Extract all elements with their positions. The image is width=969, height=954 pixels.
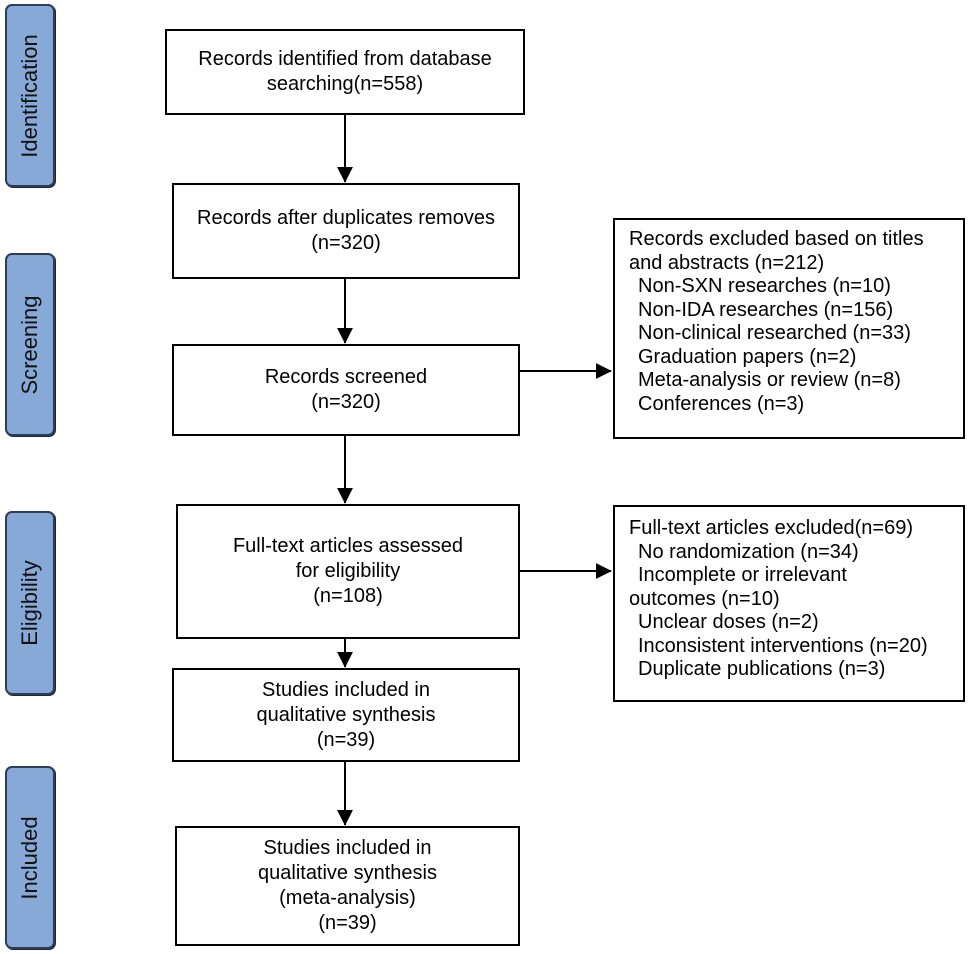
excluded-item: Non-clinical researched (n=33)	[638, 322, 911, 344]
box-line: (meta-analysis)	[279, 887, 416, 909]
excluded-item: Unclear doses (n=2)	[638, 611, 819, 633]
excluded-full-text-box: Full-text articles excluded(n=69) No ran…	[613, 505, 965, 702]
box-line: (n=320)	[311, 232, 381, 254]
excluded-header-line: Records excluded based on titles	[629, 228, 924, 250]
box-line: (n=320)	[311, 391, 381, 413]
excluded-item: No randomization (n=34)	[638, 540, 859, 563]
excluded-item-continuation: outcomes (n=10)	[629, 587, 780, 610]
box-line: Studies included in	[262, 678, 430, 701]
excluded-item: Meta-analysis or review (n=8)	[638, 369, 901, 391]
records-after-duplicates-box: Records after duplicates removes (n=320)	[172, 183, 520, 279]
box-line: Studies included in	[263, 837, 432, 859]
phase-screening-tab: Screening	[5, 253, 55, 436]
box-line: Records identified from database	[198, 48, 492, 70]
records-screened-box: Records screened (n=320)	[172, 344, 520, 436]
box-line: qualitative synthesis	[258, 862, 437, 884]
excluded-item: Incomplete or irrelevant	[638, 564, 847, 586]
phase-identification-tab: Identification	[5, 4, 55, 187]
excluded-titles-abstracts-box: Records excluded based on titles and abs…	[613, 218, 965, 439]
qualitative-synthesis-box: Studies included in qualitative synthesi…	[172, 668, 520, 762]
box-line: searching(n=558)	[266, 73, 424, 95]
records-identified-box: Records identified from database searchi…	[165, 29, 525, 115]
excluded-header-line: Full-text articles excluded(n=69)	[629, 517, 914, 539]
box-line: for eligibility	[295, 560, 401, 582]
box-line: qualitative synthesis	[256, 703, 436, 726]
phase-eligibility-tab: Eligibility	[5, 511, 55, 695]
excluded-item: Non-IDA researches (n=156)	[638, 298, 894, 321]
box-line: (n=108)	[313, 585, 383, 607]
full-text-assessed-box: Full-text articles assessed for eligibil…	[176, 504, 520, 639]
box-line: Records screened	[264, 366, 428, 388]
excluded-item: Graduation papers (n=2)	[638, 345, 857, 368]
box-line: (n=39)	[316, 728, 376, 751]
excluded-item: Conferences (n=3)	[638, 392, 805, 415]
box-line: Full-text articles assessed	[232, 535, 464, 557]
excluded-item: Inconsistent interventions (n=20)	[638, 634, 928, 657]
box-line: Records after duplicates removes	[197, 207, 495, 229]
excluded-item: Duplicate publications (n=3)	[638, 658, 886, 680]
excluded-header-line: and abstracts (n=212)	[629, 251, 825, 274]
phase-included-tab: Included	[5, 766, 55, 949]
meta-analysis-box: Studies included in qualitative synthesi…	[175, 826, 520, 946]
box-line: (n=39)	[318, 912, 377, 934]
excluded-item: Non-SXN researches (n=10)	[638, 275, 891, 297]
